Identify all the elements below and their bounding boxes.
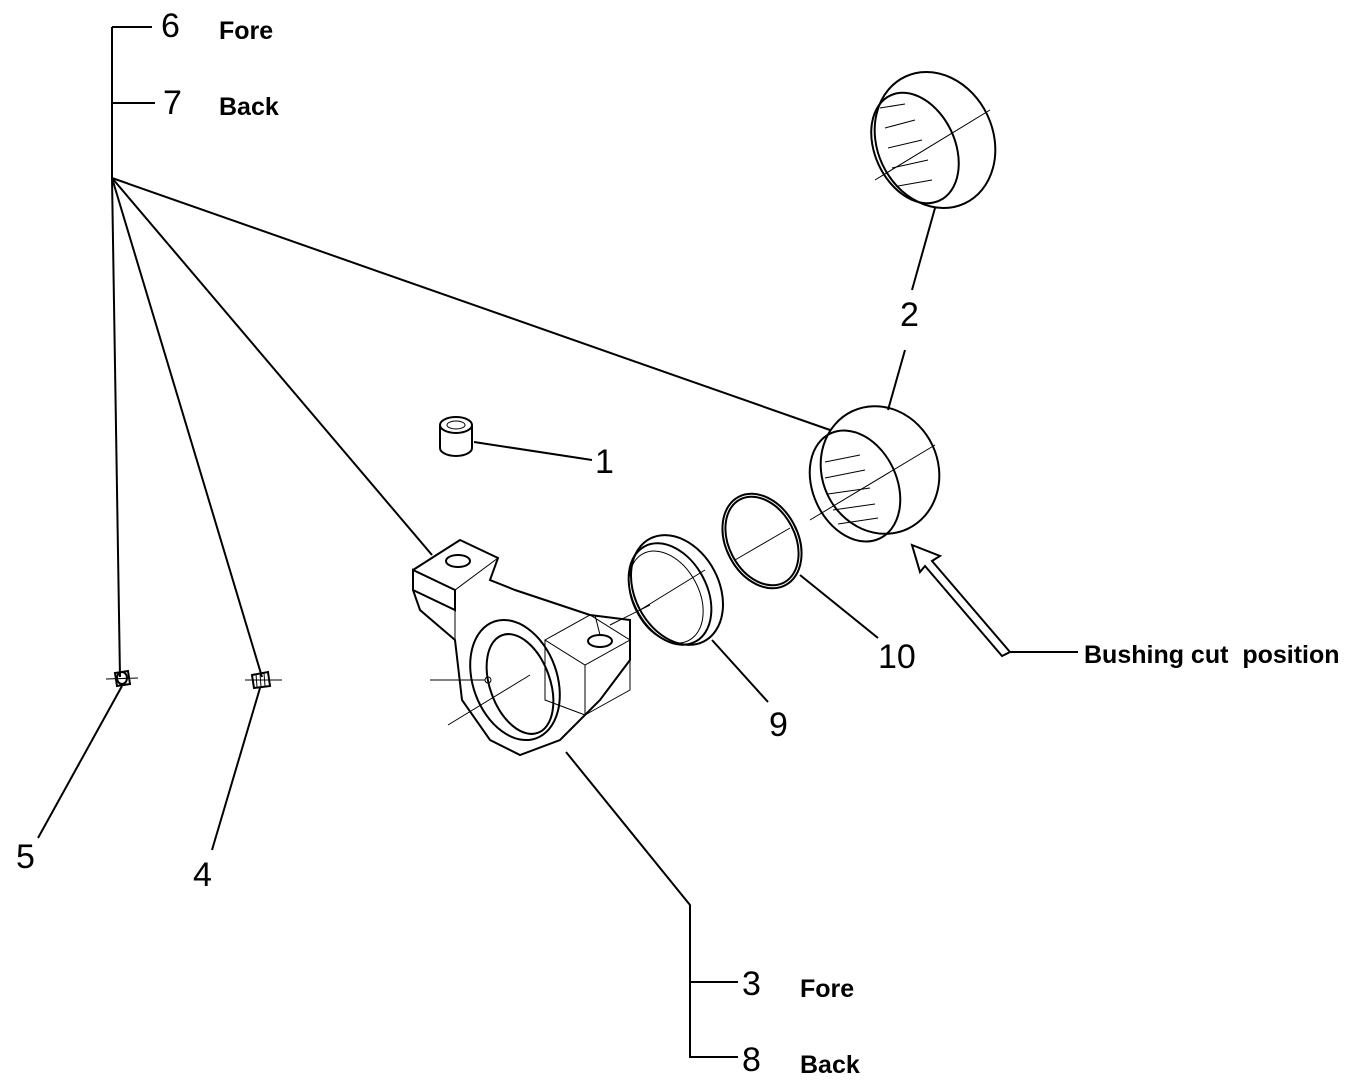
bushing-upper [870, 70, 997, 210]
label-fore-bottom: Fore [800, 975, 855, 1003]
leader-4 [211, 687, 261, 851]
callout-6: 6 [161, 7, 180, 45]
leader-2-bottom [887, 349, 906, 411]
label-back-bottom: Back [800, 1051, 860, 1079]
label-bushing-cut-position: Bushing cut position [1084, 641, 1340, 669]
label-back-top: Back [219, 93, 279, 121]
callout-8: 8 [742, 1041, 761, 1079]
leader-5 [37, 685, 123, 839]
callout-5: 5 [16, 838, 35, 876]
bushing-flanged [808, 405, 941, 543]
leader-tree-6-7 [111, 26, 831, 678]
support-bracket [412, 538, 651, 757]
grease-nipple-5 [105, 669, 139, 688]
callout-7: 7 [163, 84, 182, 122]
label-fore-top: Fore [219, 17, 274, 45]
callout-3: 3 [742, 965, 761, 1003]
callout-10: 10 [878, 638, 916, 676]
leader-10 [799, 574, 879, 639]
o-ring [721, 492, 803, 590]
retaining-ring [627, 534, 725, 646]
callout-2: 2 [900, 296, 919, 334]
callout-4: 4 [193, 856, 212, 894]
threaded-plug-4 [245, 670, 282, 690]
leader-1 [473, 441, 593, 461]
hollow-arrow-icon [910, 543, 1012, 658]
small-bush [439, 416, 473, 457]
leader-3-8 [565, 751, 738, 1058]
callout-9: 9 [769, 706, 788, 744]
callout-1: 1 [595, 443, 614, 481]
leader-2-top [911, 207, 936, 291]
leader-9 [711, 639, 769, 703]
